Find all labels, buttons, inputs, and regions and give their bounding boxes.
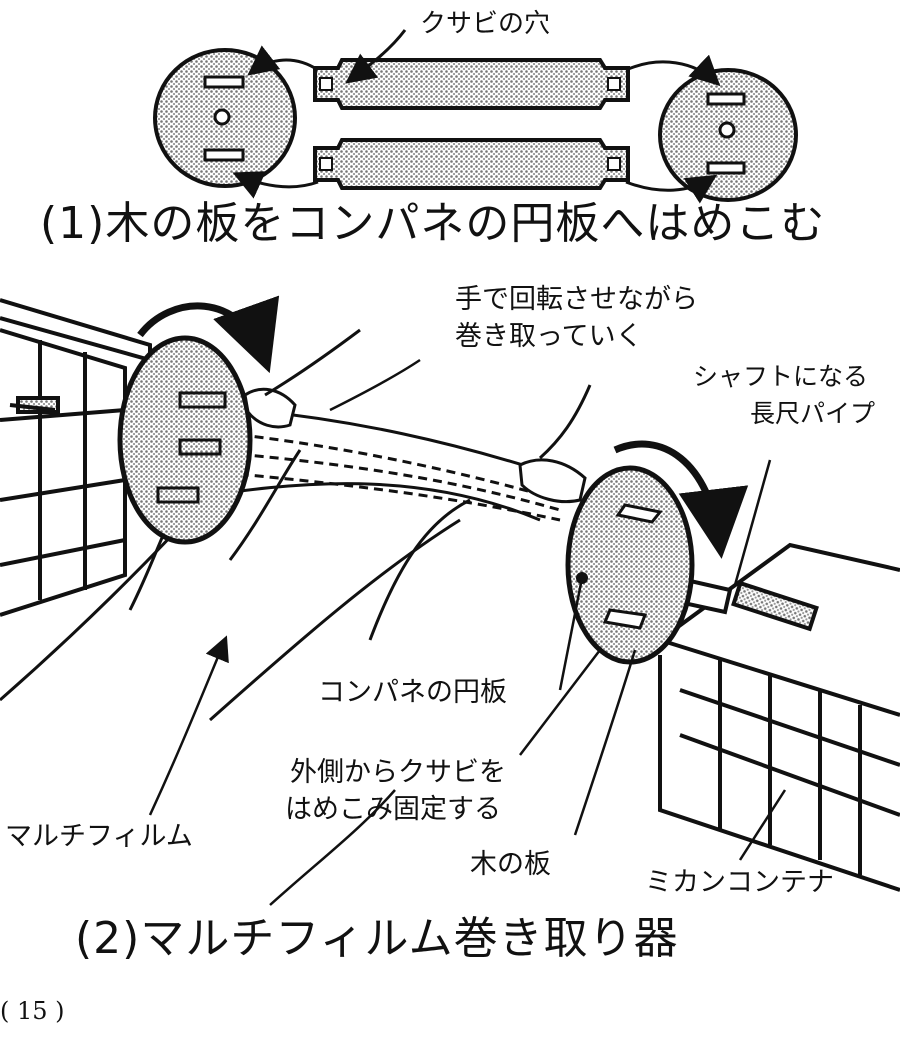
wedge-fix-label-2: はめこみ固定する [285, 794, 501, 825]
left-plywood-disc [117, 335, 253, 545]
shaft-label-2: 長尺パイプ [750, 399, 876, 428]
upper-wood-board [313, 58, 630, 110]
shaft-label-1: シャフトになる [693, 362, 869, 391]
step1-arrows [232, 29, 721, 204]
hands [243, 328, 592, 504]
turn-by-hand-label-2: 巻き取っていく [455, 321, 643, 352]
rotation-arrows [137, 295, 749, 559]
turn-by-hand-label-1: 手で回転させながら [455, 284, 698, 315]
page-number: ( 15 ) [0, 997, 65, 1025]
right-disc [658, 68, 798, 202]
right-container [658, 542, 900, 892]
mulch-film-label: マルチフィルム [5, 821, 193, 852]
left-disc [153, 48, 297, 188]
wedge-hole-label: クサビの穴 [420, 9, 551, 39]
lower-wood-board [313, 138, 630, 190]
wood-board-label: 木の板 [470, 849, 551, 880]
right-plywood-disc [565, 465, 695, 665]
wedge-fix-label-1: 外側からクサビを [290, 757, 506, 788]
step1-title: (1)木の板をコンパネの円板へはめこむ [40, 198, 826, 249]
mikan-container-label: ミカンコンテナ [645, 867, 834, 898]
step2-title: (2)マルチフィルム巻き取り器 [75, 913, 679, 964]
plywood-disc-label: コンパネの円板 [318, 677, 507, 708]
leader-lines [148, 358, 787, 906]
